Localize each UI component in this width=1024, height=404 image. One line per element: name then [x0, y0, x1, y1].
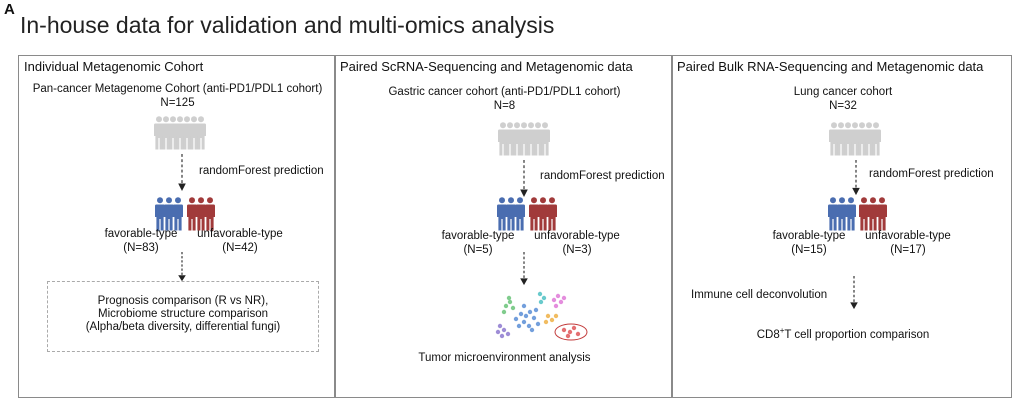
favorable-group-icon: [155, 197, 183, 231]
cohort-n: N=125: [160, 97, 195, 109]
unfavorable-label: unfavorable-type: [534, 230, 620, 242]
deconvolution-label: Immune cell deconvolution: [691, 289, 828, 301]
cd8-text: CD8: [756, 328, 780, 341]
prediction-label: randomForest prediction: [869, 168, 994, 180]
panel-title: Paired Bulk RNA-Sequencing and Metagenom…: [677, 59, 984, 74]
people-group-icon: [498, 122, 550, 156]
favorable-n: (N=15): [791, 244, 827, 256]
arrow-down-icon: [177, 154, 187, 192]
arrow-down-icon: [849, 276, 859, 310]
panel-bulk-rna-metagenomic: Paired Bulk RNA-Sequencing and Metagenom…: [672, 55, 1012, 398]
umap-cluster-icon: [495, 291, 588, 341]
favorable-group-icon: [497, 197, 525, 231]
people-group-icon: [154, 116, 206, 150]
prediction-label: randomForest prediction: [199, 165, 324, 177]
unfavorable-group-icon: [187, 197, 215, 231]
cohort-name: Gastric cancer cohort (anti-PD1/PDL1 coh…: [388, 86, 621, 98]
panel-title: Individual Metagenomic Cohort: [24, 59, 204, 74]
figure-title: In-house data for validation and multi-o…: [20, 12, 555, 38]
panel-title: Paired ScRNA-Sequencing and Metagenomic …: [340, 59, 633, 74]
panel-individual-metagenomic: Individual Metagenomic Cohort Pan-cancer…: [18, 55, 335, 398]
arrow-down-icon: [177, 252, 187, 282]
unfavorable-group-icon: [859, 197, 887, 231]
unfavorable-n: (N=17): [890, 244, 926, 256]
cohort-n: N=8: [493, 100, 516, 112]
cohort-n: N=32: [829, 100, 857, 112]
cohort-name: Lung cancer cohort: [793, 86, 893, 98]
favorable-label: favorable-type: [441, 230, 515, 242]
unfavorable-n: (N=42): [222, 242, 258, 254]
cd8-superscript: +: [779, 326, 785, 335]
analysis-line-1: Prognosis comparison (R vs NR),: [97, 295, 269, 307]
favorable-n: (N=5): [463, 244, 493, 256]
analysis-line-2: Microbiome structure comparison: [97, 308, 268, 320]
arrow-down-icon: [851, 160, 861, 196]
favorable-label: favorable-type: [772, 230, 846, 242]
analysis-box: Prognosis comparison (R vs NR), Microbio…: [47, 281, 319, 352]
cohort-name: Pan-cancer Metagenome Cohort (anti-PD1/P…: [32, 83, 323, 95]
cd8-suffix-text: T cell proportion comparison: [784, 328, 930, 341]
favorable-n: (N=83): [123, 242, 159, 254]
favorable-group-icon: [828, 197, 856, 231]
arrow-down-icon: [519, 252, 529, 286]
cd8-comparison-label: CD8+T cell proportion comparison: [673, 324, 1013, 342]
unfavorable-label: unfavorable-type: [865, 230, 951, 242]
panel-letter: A: [4, 1, 15, 18]
panel-scrna-metagenomic: Paired ScRNA-Sequencing and Metagenomic …: [335, 55, 672, 398]
favorable-label: favorable-type: [104, 228, 178, 240]
analysis-label: Tumor microenvironment analysis: [418, 352, 591, 364]
unfavorable-group-icon: [529, 197, 557, 231]
analysis-line-3: (Alpha/beta diversity, differential fung…: [85, 321, 281, 333]
unfavorable-label: unfavorable-type: [197, 228, 283, 240]
arrow-down-icon: [519, 160, 529, 198]
unfavorable-n: (N=3): [562, 244, 592, 256]
people-group-icon: [829, 122, 881, 156]
prediction-label: randomForest prediction: [540, 170, 665, 182]
